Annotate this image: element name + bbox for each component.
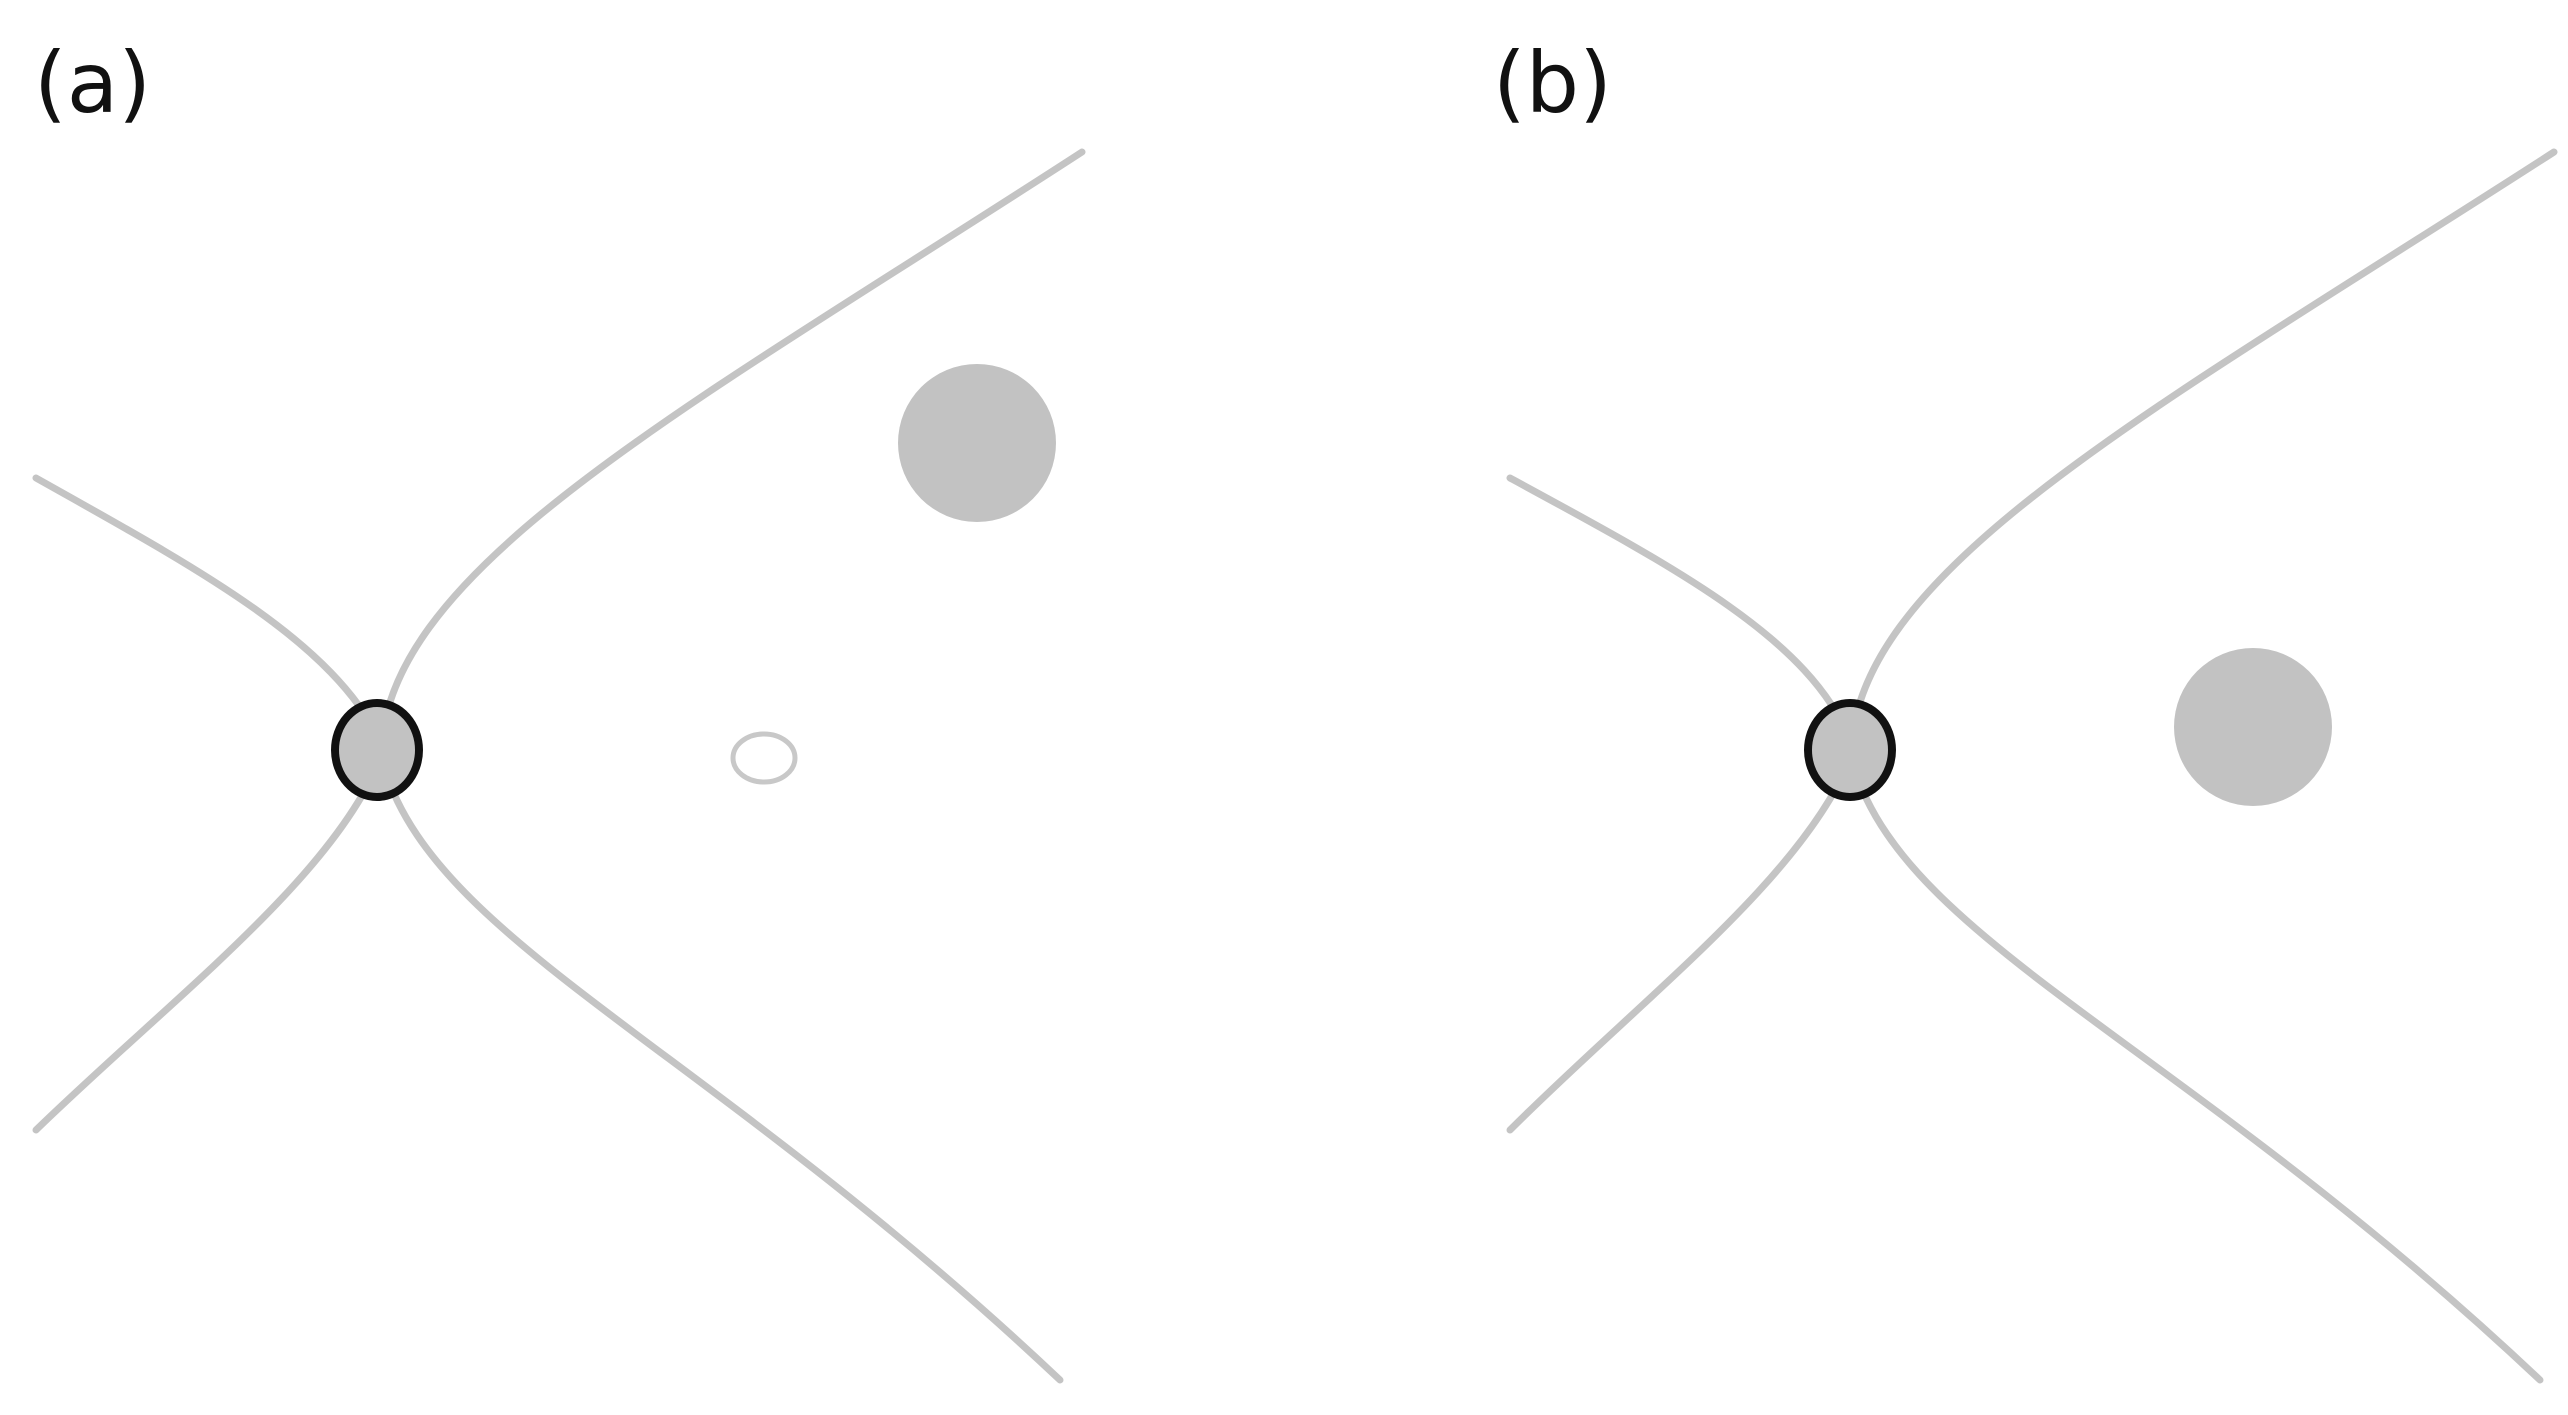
- panel-a-left-lower-curve: [32, 756, 384, 1134]
- panel-a-large-filled-circle: [898, 364, 1056, 522]
- panel-b-large-filled-circle: [2174, 648, 2332, 806]
- panel-b-left-upper-curve: [1506, 474, 1854, 744]
- panel-a-right-upper-curve: [378, 148, 1086, 744]
- panel-a-right-lower-curve: [378, 756, 1064, 1384]
- panel-b-label: (b): [1493, 34, 1612, 132]
- panel-b-right-upper-curve: [1848, 148, 2558, 744]
- panel-b: (b): [1493, 34, 2558, 1384]
- panel-a-label: (a): [34, 34, 151, 132]
- panel-a: (a): [32, 34, 1086, 1384]
- panel-b-right-lower-curve: [1848, 756, 2544, 1384]
- panel-b-left-lower-curve: [1506, 756, 1854, 1134]
- panel-a-left-upper-curve: [32, 474, 384, 744]
- panel-a-small-hollow-circle: [730, 731, 798, 785]
- panel-a-saddle-point-circle: [331, 699, 423, 801]
- panel-b-saddle-point-circle: [1804, 699, 1896, 801]
